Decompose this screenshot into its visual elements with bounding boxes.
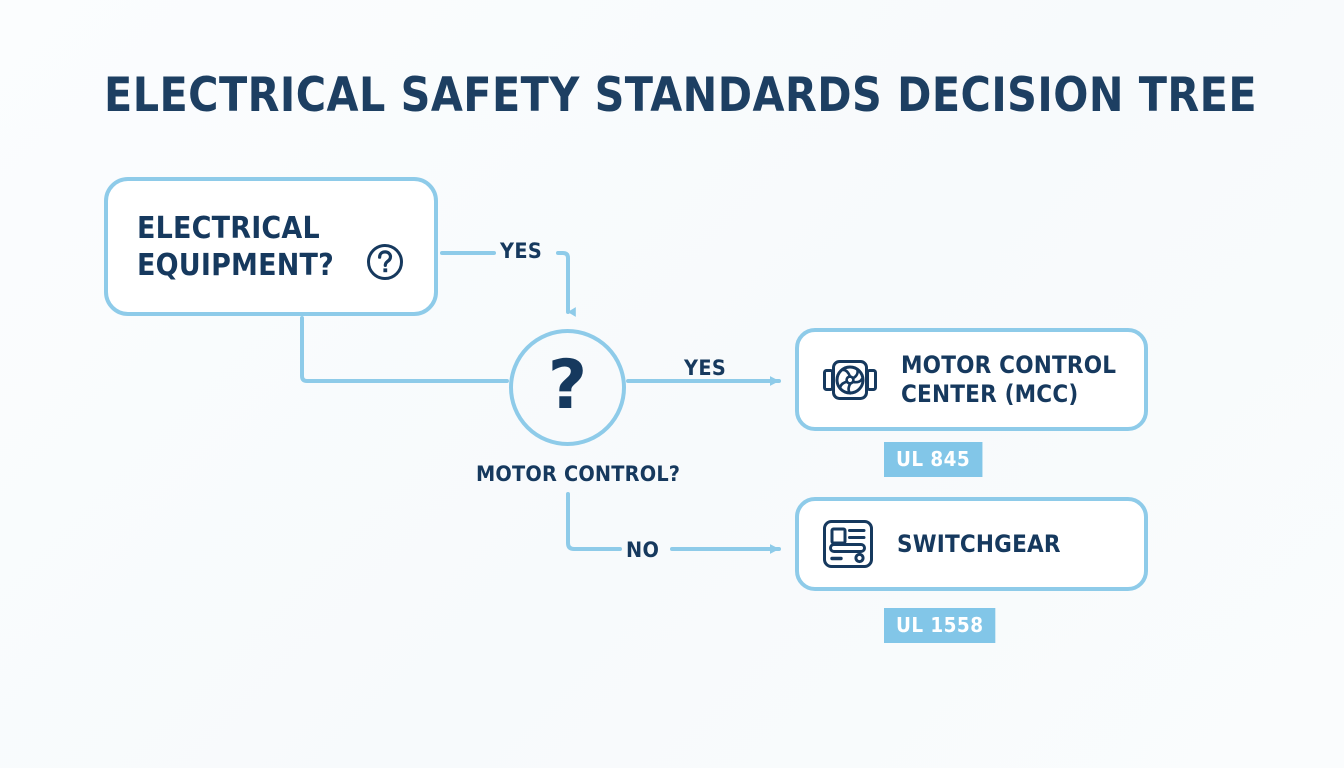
- node-decision-motor-control[interactable]: ?: [509, 329, 626, 446]
- edge-label-no-switchgear: NO: [626, 538, 660, 562]
- decision-question-mark: ?: [547, 345, 588, 425]
- node-switchgear[interactable]: SWITCHGEAR: [795, 497, 1148, 591]
- result-label-mcc: MOTOR CONTROL CENTER (MCC): [901, 350, 1117, 408]
- page-title: ELECTRICAL SAFETY STANDARDS DECISION TRE…: [104, 68, 1258, 123]
- motor-icon: [823, 359, 877, 400]
- edge-label-yes-mcc: YES: [684, 356, 727, 380]
- switchgear-panel-icon: [823, 520, 873, 568]
- question-label: ELECTRICAL EQUIPMENT?: [137, 210, 334, 283]
- question-content: ELECTRICAL EQUIPMENT?: [137, 210, 405, 284]
- status-badge-ul1558: UL 1558: [884, 608, 996, 643]
- node-motor-control-center[interactable]: MOTOR CONTROL CENTER (MCC): [795, 328, 1148, 431]
- edge-question-to-decision: [556, 251, 576, 317]
- question-circle-icon: [366, 243, 403, 280]
- decision-label: MOTOR CONTROL?: [476, 462, 681, 486]
- edge-decision-to-switchgear-stub: [566, 492, 622, 551]
- node-electrical-equipment[interactable]: ELECTRICAL EQUIPMENT?: [104, 177, 438, 316]
- edge-question-bottom-to-decision: [300, 316, 509, 383]
- result-label-switchgear: SWITCHGEAR: [897, 529, 1061, 558]
- status-badge-ul845: UL 845: [884, 442, 983, 477]
- edge-label-yes-question: YES: [500, 239, 543, 263]
